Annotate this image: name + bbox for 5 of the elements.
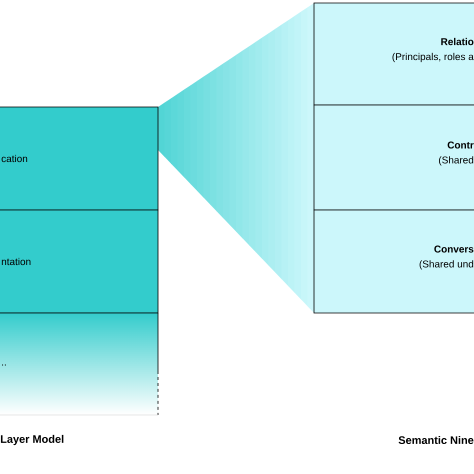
layer-box: ntation <box>0 210 158 314</box>
column-title: Layer Model <box>0 434 64 446</box>
column-title: Semantic Nine <box>398 436 474 444</box>
layer-box: cation <box>0 106 158 210</box>
layer-box: .. <box>0 312 158 416</box>
